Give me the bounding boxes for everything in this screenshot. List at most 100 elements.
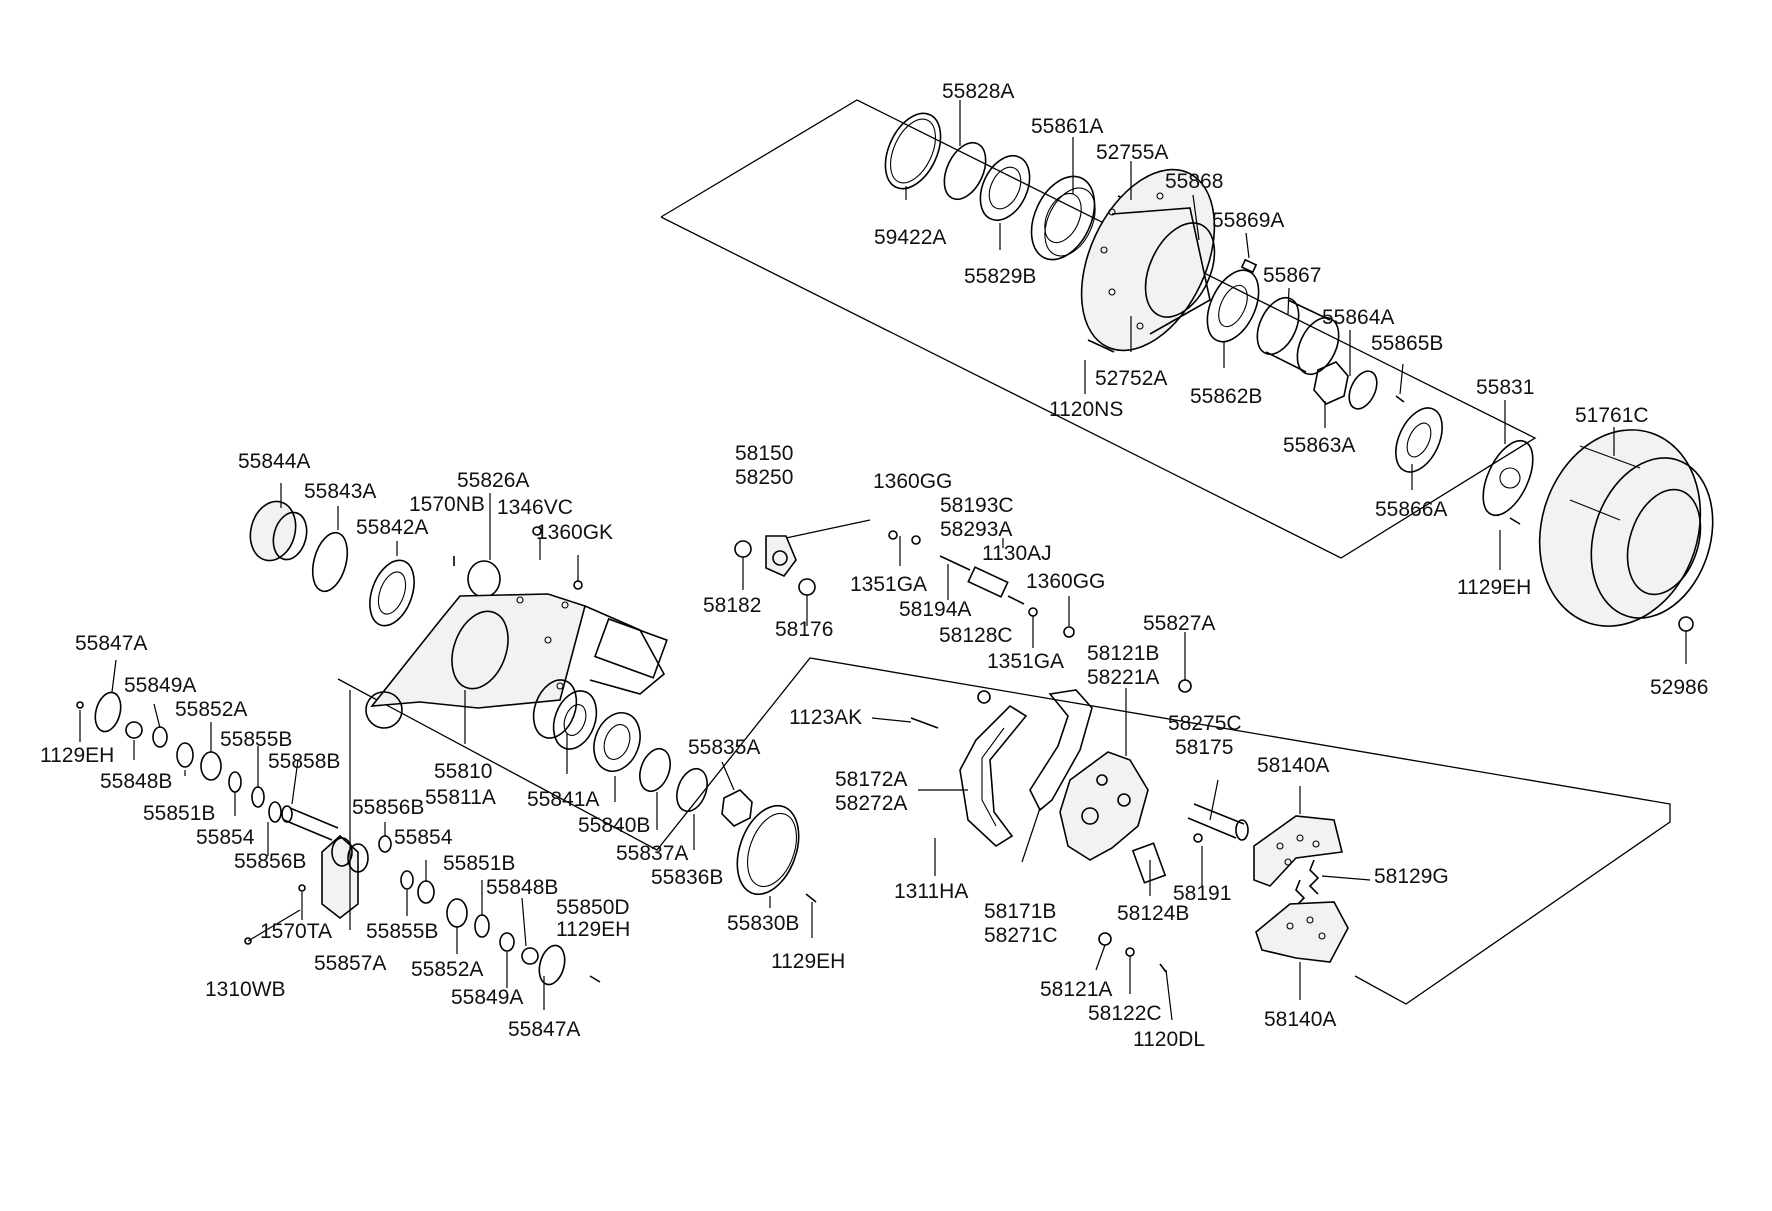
label-1310wb: 1310WB bbox=[205, 978, 286, 1001]
label-1129eh-lower-center: 1129EH bbox=[771, 950, 845, 973]
label-1360gk: 1360GK bbox=[536, 521, 613, 544]
knuckle-assembly-frame bbox=[337, 657, 1671, 1005]
label-58221a: 58221A bbox=[1087, 666, 1159, 689]
label-55835a: 55835A bbox=[688, 736, 760, 759]
label-1351ga-upper: 1351GA bbox=[850, 573, 927, 596]
label-58171b: 58171B bbox=[984, 900, 1056, 923]
kingpin-55858b bbox=[281, 805, 339, 841]
bearing-55862b bbox=[1206, 269, 1260, 343]
label-1129eh-hub: 1129EH bbox=[1457, 576, 1531, 599]
label-58150: 58150 bbox=[735, 442, 793, 465]
label-55830b: 55830B bbox=[727, 912, 799, 935]
label-55837a: 55837A bbox=[616, 842, 688, 865]
seal-55829b bbox=[979, 155, 1031, 221]
brake-parts bbox=[734, 530, 1349, 973]
label-1120ns: 1120NS bbox=[1049, 398, 1123, 421]
label-55849a-lower: 55849A bbox=[451, 986, 523, 1009]
label-52755a: 52755A bbox=[1096, 141, 1168, 164]
label-58272a: 58272A bbox=[835, 792, 907, 815]
shim-55843a bbox=[311, 531, 349, 593]
label-55811a: 55811A bbox=[425, 786, 496, 809]
label-55831: 55831 bbox=[1476, 376, 1534, 399]
label-58121b: 58121B bbox=[1087, 642, 1159, 665]
label-1130aj: 1130AJ bbox=[982, 542, 1052, 565]
label-55863a: 55863A bbox=[1283, 434, 1355, 457]
label-55852a-lower: 55852A bbox=[411, 958, 483, 981]
label-1346vc: 1346VC bbox=[497, 496, 573, 519]
brake-drum-51761c bbox=[1538, 429, 1714, 627]
label-55854-upper: 55854 bbox=[196, 826, 255, 849]
label-58193c: 58193C bbox=[940, 494, 1014, 517]
bearing-55840b bbox=[593, 712, 641, 772]
label-52986: 52986 bbox=[1650, 676, 1708, 699]
label-55829b: 55829B bbox=[964, 265, 1036, 288]
label-58121a: 58121A bbox=[1040, 978, 1112, 1001]
label-58172a: 58172A bbox=[835, 768, 907, 791]
cap-55847a-upper bbox=[94, 691, 122, 733]
label-55855b-upper: 55855B bbox=[220, 728, 292, 751]
label-55864a: 55864A bbox=[1322, 306, 1394, 329]
bracket-55857a bbox=[321, 834, 369, 920]
hub-assembly-frame bbox=[660, 99, 1537, 559]
label-1351ga-lower: 1351GA bbox=[987, 650, 1064, 673]
brake-shoe-58140a-upper bbox=[1253, 815, 1343, 887]
sleeve-55867 bbox=[1256, 296, 1340, 376]
brake-shoe-58140a-lower bbox=[1255, 901, 1349, 963]
dust-shield-58171b bbox=[1029, 689, 1093, 812]
label-55848b-upper: 55848B bbox=[100, 770, 172, 793]
label-55850d: 55850D bbox=[556, 896, 630, 919]
label-58176: 58176 bbox=[775, 618, 833, 641]
label-1360gg-upper: 1360GG bbox=[873, 470, 952, 493]
label-58182: 58182 bbox=[703, 594, 761, 617]
label-55844a: 55844A bbox=[238, 450, 310, 473]
hub-parts bbox=[884, 112, 1714, 632]
label-1360gg-lower: 1360GG bbox=[1026, 570, 1105, 593]
knuckle-parts bbox=[76, 500, 817, 986]
camshaft-58275c bbox=[1187, 803, 1249, 841]
part-labels: 55828A 55861A 52755A 55868 55869A 59422A… bbox=[40, 80, 1708, 1051]
cap-55847a-lower bbox=[538, 944, 566, 986]
label-51761c: 51761C bbox=[1575, 404, 1649, 427]
label-1311ha: 1311HA bbox=[894, 880, 968, 903]
seal-ring-59422a bbox=[884, 112, 942, 190]
label-55851b-lower: 55851B bbox=[443, 852, 515, 875]
label-59422a: 59422A bbox=[874, 226, 946, 249]
label-55866a: 55866A bbox=[1375, 498, 1447, 521]
label-58293a: 58293A bbox=[940, 518, 1012, 541]
hub-cap-55830b bbox=[736, 804, 800, 896]
bearing-55842a bbox=[369, 559, 415, 627]
label-55868: 55868 bbox=[1165, 170, 1223, 193]
label-55826a: 55826A bbox=[457, 469, 529, 492]
bearing-55841a bbox=[532, 679, 598, 750]
label-1129eh-left: 1129EH bbox=[40, 744, 114, 767]
label-58122c: 58122C bbox=[1088, 1002, 1162, 1025]
label-55840b: 55840B bbox=[578, 814, 650, 837]
label-58271c: 58271C bbox=[984, 924, 1058, 947]
label-55854-right: 55854 bbox=[394, 826, 453, 849]
label-1570nb: 1570NB bbox=[409, 493, 485, 516]
label-1570ta: 1570TA bbox=[260, 920, 332, 943]
label-58140a-upper: 58140A bbox=[1257, 754, 1329, 777]
ring-55828a bbox=[943, 141, 987, 201]
label-58128c: 58128C bbox=[939, 624, 1013, 647]
dust-shield-58172a bbox=[959, 704, 1028, 848]
label-55828a: 55828A bbox=[942, 80, 1014, 103]
label-1129eh-lower-left: 1129EH bbox=[556, 918, 630, 941]
label-55852a-upper: 55852A bbox=[175, 698, 247, 721]
bearing-55861a bbox=[1030, 175, 1096, 261]
label-55842a: 55842A bbox=[356, 516, 428, 539]
label-55851b-upper: 55851B bbox=[143, 802, 215, 825]
label-58140a-lower: 58140A bbox=[1264, 1008, 1336, 1031]
label-55862b: 55862B bbox=[1190, 385, 1262, 408]
bushing-55844a bbox=[249, 500, 297, 562]
wheel-hub-52752a bbox=[1080, 168, 1216, 352]
label-1120dl: 1120DL bbox=[1133, 1028, 1205, 1051]
label-55855b-lower: 55855B bbox=[366, 920, 438, 943]
label-55847a-lower: 55847A bbox=[508, 1018, 580, 1041]
label-55856b-right: 55856B bbox=[352, 796, 424, 819]
brake-spider-58121b bbox=[1059, 751, 1149, 861]
label-55849a-upper: 55849A bbox=[124, 674, 196, 697]
label-58194a: 58194A bbox=[899, 598, 971, 621]
label-55861a: 55861A bbox=[1031, 115, 1103, 138]
